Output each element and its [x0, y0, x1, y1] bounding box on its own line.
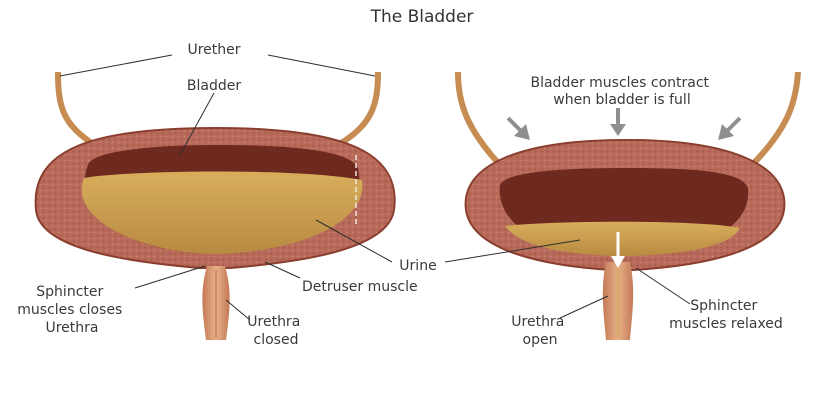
- label-right-urethra-line2: open: [523, 332, 558, 348]
- label-left-sphincter-line1: Sphincter: [36, 284, 103, 300]
- label-bladder: Bladder: [187, 78, 241, 94]
- contract-arrow-right-shaft: [726, 118, 740, 132]
- leader-ureter-left: [60, 55, 172, 76]
- label-left-urethra: Urethra closed: [247, 314, 304, 348]
- label-bladder-contract: Bladder muscles contract when bladder is…: [530, 75, 713, 108]
- label-left-urethra-line1: Urethra: [247, 314, 300, 330]
- left-ureter-right-tube: [338, 72, 378, 145]
- leader-ureter-right: [268, 55, 375, 76]
- contract-arrows: [508, 108, 740, 140]
- label-left-sphincter: Sphincter muscles closes Urethra: [17, 284, 127, 336]
- leader-left-sphincter: [135, 266, 205, 288]
- left-ureter-left-tube: [58, 72, 95, 145]
- label-ureter: Urether: [187, 42, 240, 58]
- leader-right-sphincter: [636, 268, 690, 304]
- label-right-sphincter: Sphincter muscles relaxed: [669, 298, 783, 332]
- label-right-sphincter-line2: muscles relaxed: [669, 316, 783, 332]
- right-ureter-left-tube: [458, 72, 500, 165]
- label-left-sphincter-line3: Urethra: [45, 320, 98, 336]
- label-right-urethra: Urethra open: [511, 314, 568, 348]
- right-ureter-right-tube: [752, 72, 798, 165]
- label-urine: Urine: [399, 258, 436, 274]
- contract-arrow-center-head: [610, 124, 626, 136]
- label-left-urethra-line2: closed: [254, 332, 299, 348]
- contract-arrow-left-shaft: [508, 118, 522, 132]
- diagram-title: The Bladder: [370, 7, 474, 27]
- label-left-sphincter-line2: muscles closes: [17, 302, 122, 318]
- label-bladder-contract-line1: Bladder muscles contract: [530, 75, 709, 91]
- leader-detrusor: [265, 262, 300, 278]
- label-detrusor-muscle: Detruser muscle: [302, 279, 418, 295]
- label-bladder-contract-line2: when bladder is full: [553, 92, 690, 108]
- label-right-urethra-line1: Urethra: [511, 314, 564, 330]
- label-right-sphincter-line1: Sphincter: [690, 298, 757, 314]
